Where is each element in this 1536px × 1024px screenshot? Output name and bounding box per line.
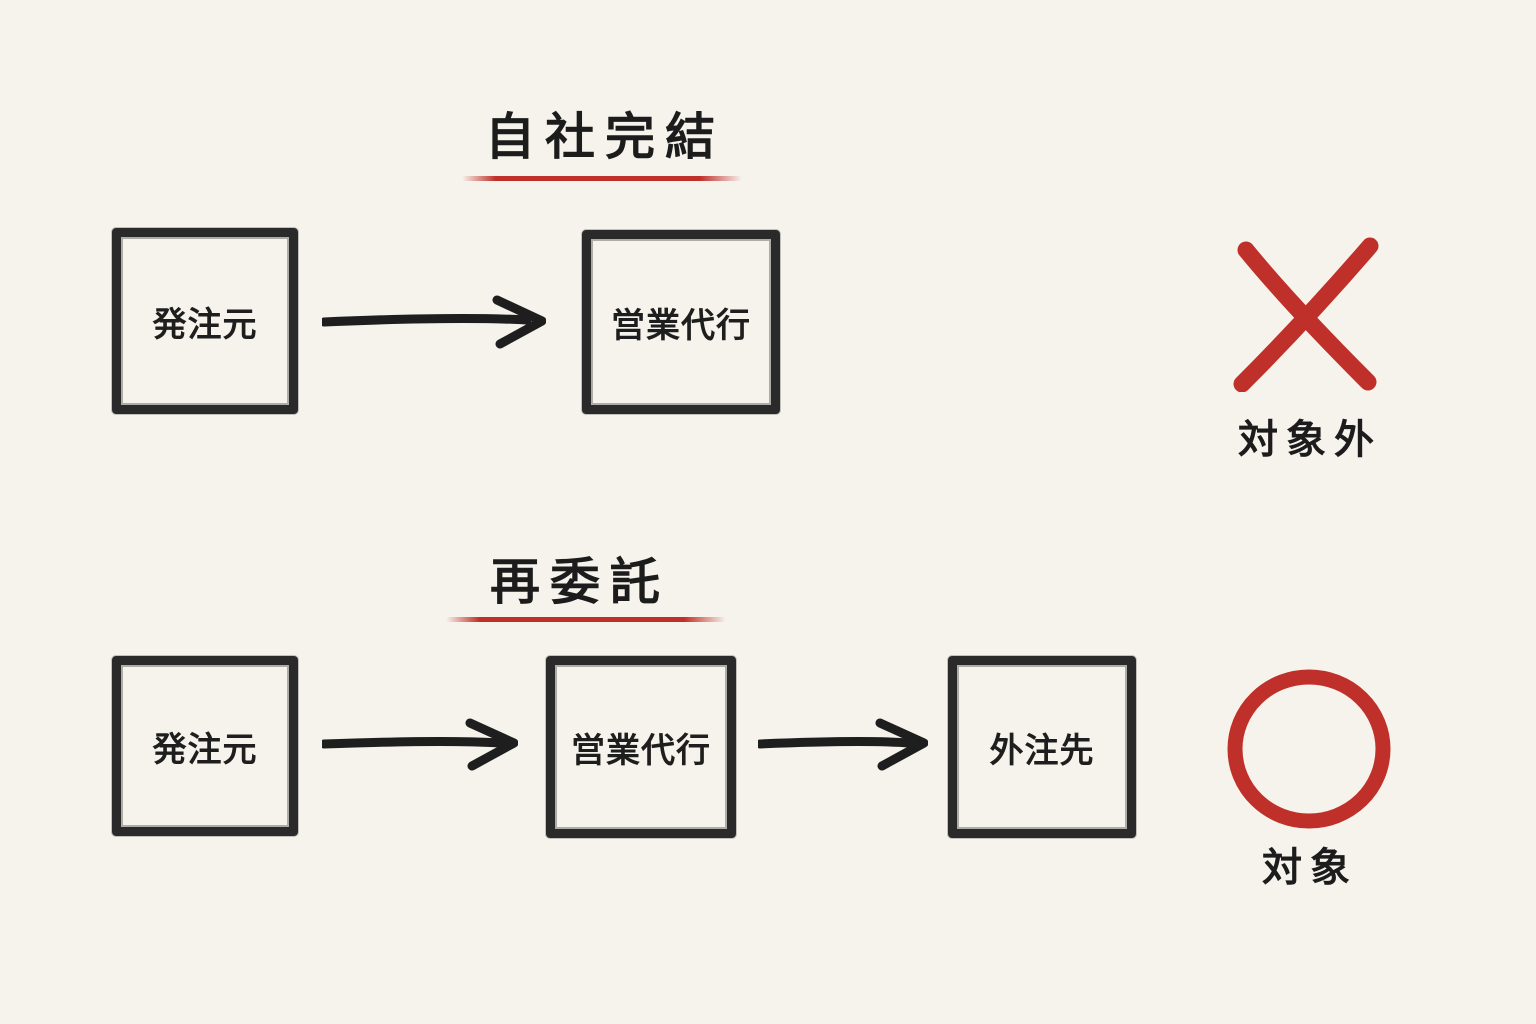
flow-node-subcontractor: 外注先 [948,656,1136,838]
node-label: 発注元 [152,304,258,345]
flow-node-sales-agency: 営業代行 [582,230,780,414]
node-label: 外注先 [989,730,1095,771]
cross-mark-icon [1233,237,1379,392]
arrow-icon [758,718,928,771]
arrow-icon [322,718,518,771]
flow-node-client: 発注元 [112,228,298,414]
verdict-label: 対象 [1262,844,1358,891]
flow-node-sales-agency: 営業代行 [546,656,736,838]
arrow-icon [322,295,546,349]
section-title: 再委託 [490,552,670,611]
title-underline [446,617,726,622]
circle-mark-icon [1227,669,1391,829]
title-underline [462,176,742,181]
node-label: 発注元 [152,729,258,770]
section-title: 自社完結 [485,107,725,166]
flow-node-client: 発注元 [112,656,298,836]
verdict-label: 対象外 [1238,416,1382,463]
node-label: 営業代行 [611,305,751,346]
node-label: 営業代行 [571,730,711,771]
